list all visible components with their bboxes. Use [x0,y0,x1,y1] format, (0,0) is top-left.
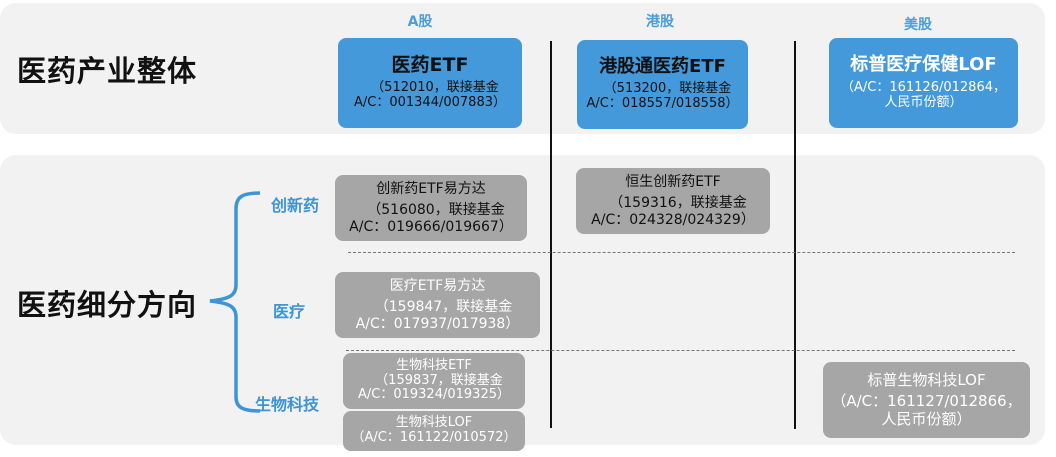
row-separator-2 [346,350,1015,351]
fund-card-hk-pharma-etf[interactable]: 港股通医药ETF （513200，联接基金 A/C：018557/018558） [577,40,748,129]
fund-ac-line: A/C：019324/019325） [358,387,510,403]
fund-ac-line: A/C：018557/018558） [586,95,739,111]
fund-code-line: （159847，联接基金 [374,299,513,316]
fund-share-line: 人民币份额） [881,409,972,428]
row-separator-1 [348,252,1015,253]
fund-code-line: （513200，联接基金 [603,80,732,96]
fund-ac-line: （A/C：161122/010572） [351,430,517,445]
overall-title: 医药产业整体 [17,54,198,88]
fund-name: 恒生创新药ETF [625,174,721,191]
fund-ac-line: A/C：019666/019667） [349,218,513,235]
fund-ac-line: （A/C：161126/012864， [841,80,1006,96]
column-header-us-share: 美股 [904,17,932,33]
fund-code-line: （159316，联接基金 [609,195,747,212]
fund-share-line: 人民币份额） [884,95,963,111]
brace-icon [209,191,260,413]
fund-card-biotech-etf[interactable]: 生物科技ETF （159837，联接基金 A/C：019324/019325） [343,353,525,409]
fund-name: 医疗ETF易方达 [389,278,486,295]
fund-name: 医药ETF [391,54,469,77]
fund-card-hs-innovative-drug-etf[interactable]: 恒生创新药ETF （159316，联接基金 A/C：024328/024329） [576,168,770,234]
fund-card-sp-biotech-lof[interactable]: 标普生物科技LOF （A/C：161127/012866， 人民币份额） [823,362,1030,438]
fund-card-pharma-etf[interactable]: 医药ETF （512010，联接基金 A/C：001344/007883） [338,38,522,128]
fund-name: 标普生物科技LOF [867,371,986,390]
fund-card-medical-etf[interactable]: 医疗ETF易方达 （159847，联接基金 A/C：017937/017938） [335,272,540,338]
fund-card-sp-healthcare-lof[interactable]: 标普医疗保健LOF （A/C：161126/012864， 人民币份额） [829,38,1018,128]
fund-name: 生物科技ETF [396,357,472,373]
fund-ac-line: A/C：017937/017938） [355,315,520,332]
category-innovative-drug: 创新药 [271,196,320,215]
divider-hk-us [794,41,796,429]
fund-ac-line: A/C：001344/007883） [354,94,506,110]
divider-a-hk [550,41,552,428]
fund-name: 港股通医药ETF [599,56,726,78]
column-header-hk-share: 港股 [646,14,674,30]
fund-ac-line: （A/C：161127/012866， [831,392,1022,411]
fund-card-innovative-drug-etf[interactable]: 创新药ETF易方达 （516080，联接基金 A/C：019666/019667… [335,175,527,241]
category-biotech: 生物科技 [255,395,320,414]
fund-code-line: （516080，联接基金 [367,202,505,219]
fund-name: 生物科技LOF [395,415,473,431]
segments-title: 医药细分方向 [17,288,198,322]
fund-code-line: （159837，联接基金 [375,372,503,388]
fund-ac-line: A/C：024328/024329） [591,211,755,228]
fund-code-line: （512010，联接基金 [371,79,499,95]
column-header-a-share: A股 [407,14,433,30]
fund-name: 标普医疗保健LOF [850,53,997,75]
category-medical: 医疗 [273,302,306,321]
fund-card-biotech-lof[interactable]: 生物科技LOF （A/C：161122/010572） [343,411,525,451]
fund-name: 创新药ETF易方达 [376,181,486,198]
